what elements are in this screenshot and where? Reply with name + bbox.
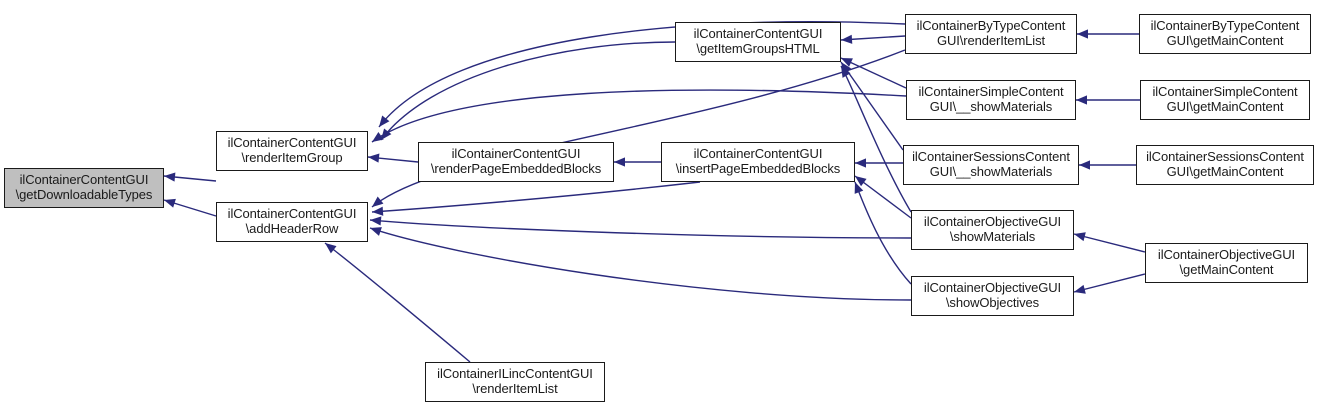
graph-edge-objectiveShowMaterials-to-insertPageEmbeddedBlocks [854, 175, 912, 219]
graph-node-objectiveShowObjectives[interactable]: ilContainerObjectiveGUI \showObjectives [911, 276, 1074, 316]
graph-arrowhead [370, 216, 382, 226]
graph-node-label: ilContainerObjectiveGUI \showObjectives [923, 280, 1062, 310]
graph-node-label: ilContainerObjectiveGUI \showMaterials [923, 214, 1062, 244]
graph-arrowhead [379, 115, 390, 127]
graph-arrowhead [1074, 232, 1086, 242]
graph-arrowhead [1079, 160, 1090, 170]
graph-node-addHeaderRow[interactable]: ilContainerContentGUI \addHeaderRow [216, 202, 368, 242]
graph-node-label: ilContainerSimpleContent GUI\getMainCont… [1152, 84, 1298, 114]
graph-node-label: ilContainerContentGUI \getItemGroupsHTML [693, 26, 823, 56]
graph-node-label: ilContainerSessionsContent GUI\__showMat… [912, 149, 1070, 179]
graph-node-insertPageEmbeddedBlocks[interactable]: ilContainerContentGUI \insertPageEmbedde… [661, 142, 855, 182]
graph-node-renderItemGroup[interactable]: ilContainerContentGUI \renderItemGroup [216, 131, 368, 171]
graph-arrowhead [372, 131, 384, 142]
graph-arrowhead [164, 172, 176, 182]
graph-arrowhead [372, 206, 384, 216]
graph-node-simpleGetMainContent[interactable]: ilContainerSimpleContent GUI\getMainCont… [1140, 80, 1310, 120]
graph-arrowhead [1077, 29, 1088, 39]
graph-node-objectiveGetMainContent[interactable]: ilContainerObjectiveGUI \getMainContent [1145, 243, 1308, 283]
graph-arrowhead [614, 157, 625, 167]
graph-edge-insertPageEmbeddedBlocks-to-addHeaderRow [371, 181, 701, 213]
graph-arrowhead [854, 182, 864, 194]
graph-arrowhead [368, 153, 380, 163]
graph-edge-objectiveShowMaterials-to-addHeaderRow [369, 219, 912, 239]
graph-arrowhead [841, 58, 853, 67]
graph-arrowhead [372, 196, 384, 207]
graph-edge-byTypeRenderItemList-to-renderItemGroup [378, 20, 906, 128]
graph-arrowhead [841, 66, 851, 78]
graph-node-byTypeRenderItemList[interactable]: ilContainerByTypeContent GUI\renderItemL… [905, 14, 1077, 54]
edges-group [163, 20, 1146, 363]
graph-node-label: ilContainerContentGUI \renderItemGroup [227, 135, 357, 165]
graph-node-byTypeGetMainContent[interactable]: ilContainerByTypeContent GUI\getMainCont… [1139, 14, 1311, 54]
graph-node-label: ilContainerObjectiveGUI \getMainContent [1157, 247, 1296, 277]
graph-node-label: ilContainerContentGUI \insertPageEmbedde… [675, 146, 841, 176]
graph-node-label: ilContainerSessionsContent GUI\getMainCo… [1146, 149, 1304, 179]
graph-edge-objectiveShowObjectives-to-addHeaderRow [369, 227, 912, 301]
graph-edge-simpleShowMaterials-to-renderItemGroup [371, 89, 907, 143]
graph-edge-objectiveGetMainContent-to-objectiveShowObjectives [1073, 273, 1146, 293]
graph-arrowhead [841, 34, 853, 44]
graph-edge-getItemGroupsHTML-to-renderItemGroup [380, 41, 676, 141]
graph-node-label: ilContainerContentGUI \getDownloadableTy… [15, 172, 153, 202]
graph-edge-sessionsShowMaterials-to-getItemGroupsHTML [840, 61, 904, 151]
graph-arrowhead [370, 227, 382, 236]
graph-edge-objectiveGetMainContent-to-objectiveShowMaterials [1073, 233, 1146, 253]
graph-node-ilincRenderItemList[interactable]: ilContainerILincContentGUI \renderItemLi… [425, 362, 605, 402]
graph-node-label: ilContainerByTypeContent GUI\renderItemL… [916, 18, 1066, 48]
graph-node-sessionsGetMainContent[interactable]: ilContainerSessionsContent GUI\getMainCo… [1136, 145, 1314, 185]
graph-edge-byTypeRenderItemList-to-addHeaderRow [371, 49, 906, 208]
graph-node-label: ilContainerSimpleContent GUI\__showMater… [918, 84, 1064, 114]
graph-node-label: ilContainerByTypeContent GUI\getMainCont… [1150, 18, 1300, 48]
graph-edge-simpleShowMaterials-to-getItemGroupsHTML [840, 57, 907, 89]
graph-arrowhead [855, 158, 866, 168]
graph-node-label: ilContainerContentGUI \addHeaderRow [227, 206, 357, 236]
graph-node-getDownloadableTypes[interactable]: ilContainerContentGUI \getDownloadableTy… [4, 168, 164, 208]
graph-node-objectiveShowMaterials[interactable]: ilContainerObjectiveGUI \showMaterials [911, 210, 1074, 250]
graph-node-label: ilContainerContentGUI \renderPageEmbedde… [430, 146, 602, 176]
graph-arrowhead [381, 128, 392, 140]
graph-arrowhead [1074, 284, 1086, 294]
graph-arrowhead [325, 243, 337, 254]
graph-node-getItemGroupsHTML[interactable]: ilContainerContentGUI \getItemGroupsHTML [675, 22, 841, 62]
graph-arrowhead [164, 198, 176, 208]
graph-arrowhead [855, 176, 867, 187]
graph-node-sessionsShowMaterials[interactable]: ilContainerSessionsContent GUI\__showMat… [903, 145, 1079, 185]
graph-node-label: ilContainerILincContentGUI \renderItemLi… [437, 366, 593, 396]
graph-edge-objectiveShowMaterials-to-getItemGroupsHTML [840, 65, 912, 213]
graph-edge-ilincRenderItemList-to-addHeaderRow [324, 242, 471, 363]
graph-node-simpleShowMaterials[interactable]: ilContainerSimpleContent GUI\__showMater… [906, 80, 1076, 120]
graph-arrowhead [1076, 95, 1087, 105]
graph-node-renderPageEmbeddedBlocks[interactable]: ilContainerContentGUI \renderPageEmbedde… [418, 142, 614, 182]
